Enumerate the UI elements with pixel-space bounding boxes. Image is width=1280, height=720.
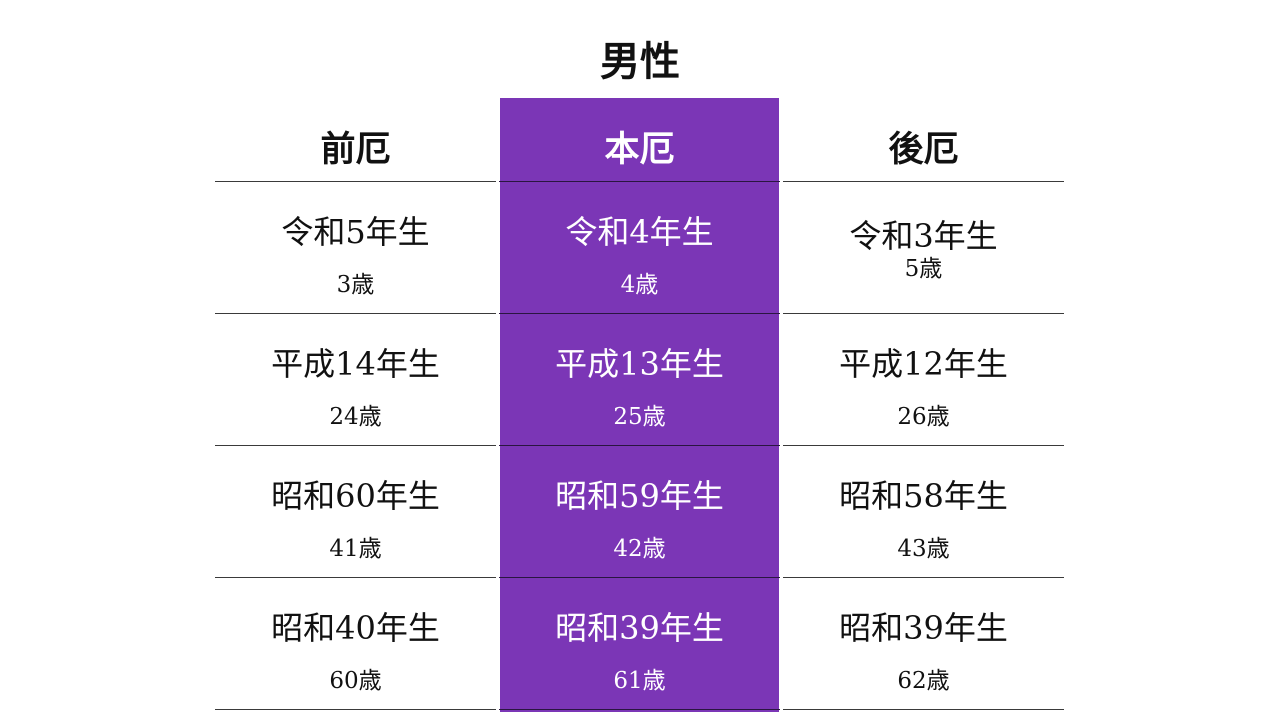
table-cell: 令和3年生 5歳 [783,182,1064,314]
table-cell: 昭和60年生 41歳 [215,446,496,578]
page-title: 男性 [600,38,680,85]
birth-year-label: 昭和39年生 [555,609,724,647]
age-label: 62歳 [897,668,950,694]
column-header-atoyaku: 後厄 [783,98,1064,182]
birth-year-label: 昭和39年生 [839,609,1008,647]
age-label: 5歳 [904,256,943,282]
honyaku-highlight-band [500,98,779,712]
table-cell: 令和4年生 4歳 [499,182,780,314]
birth-year-label: 令和4年生 [565,213,714,251]
age-label: 43歳 [897,536,950,562]
age-label: 41歳 [329,536,382,562]
birth-year-label: 平成13年生 [555,345,724,383]
age-label: 60歳 [329,668,382,694]
column-atoyaku: 後厄 令和3年生 5歳 平成12年生 26歳 昭和58年生 43歳 昭和39年生… [783,98,1064,710]
birth-year-label: 平成14年生 [271,345,440,383]
birth-year-label: 令和5年生 [281,213,430,251]
birth-year-label: 平成12年生 [839,345,1008,383]
table-cell: 昭和39年生 62歳 [783,578,1064,710]
age-label: 61歳 [613,668,666,694]
birth-year-label: 昭和60年生 [271,477,440,515]
table-cell: 平成14年生 24歳 [215,314,496,446]
age-label: 25歳 [613,404,666,430]
table-cell: 昭和39年生 61歳 [499,578,780,710]
column-header-honyaku: 本厄 [499,98,780,182]
birth-year-label: 令和3年生 [849,217,998,255]
column-maeyaku: 前厄 令和5年生 3歳 平成14年生 24歳 昭和60年生 41歳 昭和40年生… [215,98,496,710]
column-honyaku: 本厄 令和4年生 4歳 平成13年生 25歳 昭和59年生 42歳 昭和39年生… [499,98,780,710]
age-label: 4歳 [620,272,659,298]
table-cell: 昭和40年生 60歳 [215,578,496,710]
age-label: 42歳 [613,536,666,562]
age-label: 24歳 [329,404,382,430]
birth-year-label: 昭和59年生 [555,477,724,515]
column-header-maeyaku: 前厄 [215,98,496,182]
table-cell: 昭和58年生 43歳 [783,446,1064,578]
age-label: 26歳 [897,404,950,430]
age-label: 3歳 [336,272,375,298]
table-cell: 平成13年生 25歳 [499,314,780,446]
table-cell: 昭和59年生 42歳 [499,446,780,578]
table-cell: 平成12年生 26歳 [783,314,1064,446]
birth-year-label: 昭和58年生 [839,477,1008,515]
table-cell: 令和5年生 3歳 [215,182,496,314]
birth-year-label: 昭和40年生 [271,609,440,647]
